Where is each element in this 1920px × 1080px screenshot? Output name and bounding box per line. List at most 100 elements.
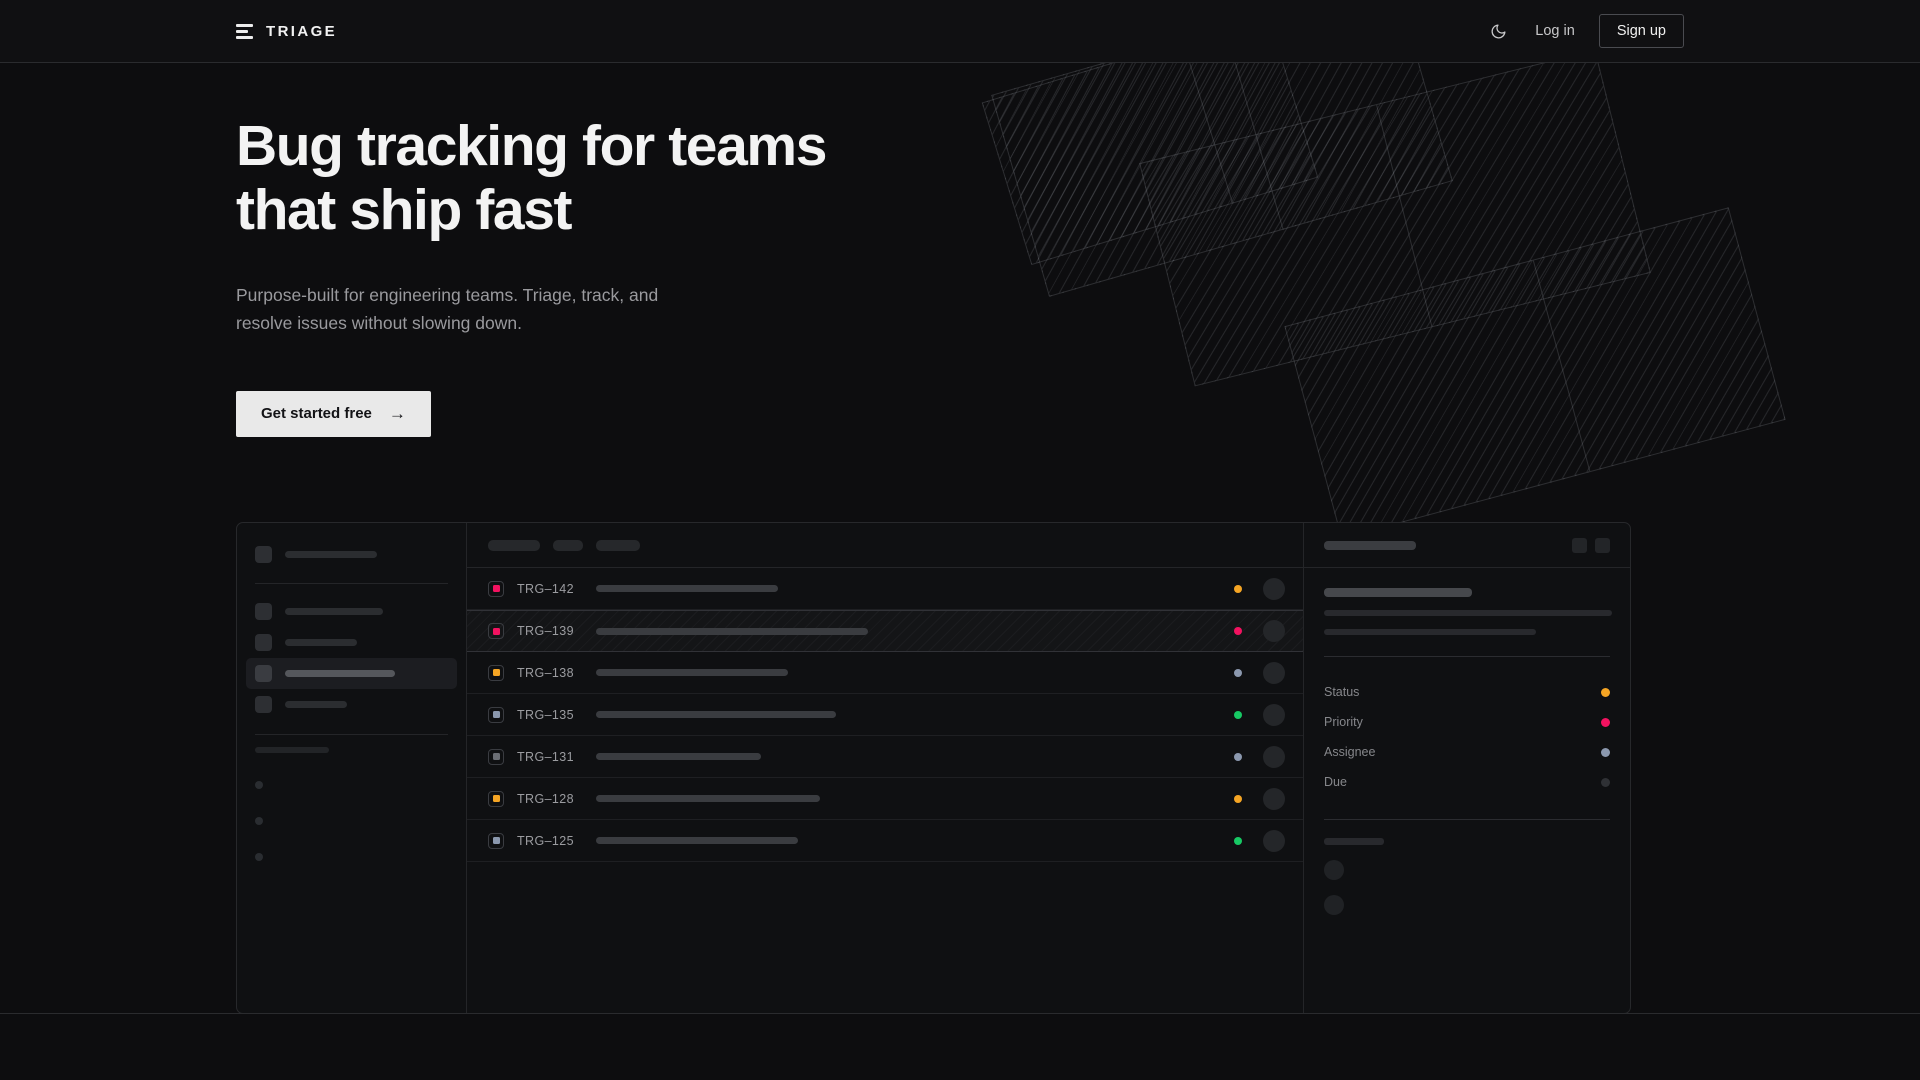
detail-meta-assignee[interactable]: Assignee	[1324, 737, 1610, 767]
detail-activity-label	[1324, 838, 1384, 845]
get-started-button[interactable]: Get started free →	[236, 390, 431, 437]
bullet-icon	[255, 781, 263, 789]
priority-icon[interactable]	[488, 580, 504, 597]
avatar[interactable]	[1263, 620, 1285, 642]
workspace-avatar-icon	[255, 545, 272, 563]
table-row[interactable]: TRG–135	[467, 694, 1303, 736]
avatar[interactable]	[1263, 745, 1285, 768]
sidebar-item-icon	[255, 696, 272, 713]
detail-meta-status[interactable]: Status	[1324, 677, 1610, 707]
issue-id: TRG–131	[517, 749, 574, 764]
priority-icon[interactable]	[488, 623, 504, 639]
priority-icon[interactable]	[488, 832, 504, 849]
hero-subheading-line-1: Purpose-built for engineering teams. Tri…	[236, 284, 659, 305]
moon-icon[interactable]	[1485, 18, 1511, 44]
detail-meta-priority[interactable]: Priority	[1324, 707, 1610, 737]
workspace-switcher[interactable]	[255, 539, 448, 569]
table-row[interactable]: TRG–125	[467, 820, 1303, 862]
signup-button[interactable]: Sign up	[1598, 14, 1684, 48]
page-title: Bug tracking for teams that ship fast	[236, 114, 827, 243]
status-badge	[1234, 584, 1242, 593]
hatched-panel-2	[991, 63, 1453, 297]
sidebar-item-icon	[255, 634, 272, 651]
issue-title-placeholder	[596, 753, 761, 760]
issue-title-placeholder	[596, 795, 820, 802]
sidebar-sub-items	[255, 767, 448, 875]
hatched-panel-3	[1139, 63, 1651, 387]
avatar[interactable]	[1263, 661, 1285, 684]
avatar[interactable]	[1263, 787, 1285, 810]
hatched-panel-1	[981, 63, 1319, 266]
table-row[interactable]: TRG–139	[467, 610, 1303, 652]
issue-id: TRG–139	[517, 624, 574, 638]
issue-id: TRG–138	[517, 665, 574, 680]
table-row[interactable]: TRG–142	[467, 568, 1303, 610]
detail-desc-line-1	[1324, 610, 1612, 616]
status-badge	[1234, 668, 1242, 677]
hero-heading-line-1: Bug tracking for teams	[236, 114, 827, 178]
toolbar-filter-3[interactable]	[596, 539, 640, 551]
login-link[interactable]: Log in	[1535, 23, 1575, 39]
detail-separator-2	[1324, 819, 1610, 820]
issue-id: TRG–128	[517, 791, 574, 806]
avatar[interactable]	[1263, 829, 1285, 852]
detail-meta-value-dot	[1601, 687, 1610, 697]
hero-subheading: Purpose-built for engineering teams. Tri…	[236, 281, 716, 338]
detail-meta-label: Due	[1324, 775, 1347, 789]
priority-icon[interactable]	[488, 664, 504, 681]
workspace-name-placeholder	[285, 550, 377, 558]
detail-issue-title-placeholder	[1324, 588, 1472, 597]
priority-icon[interactable]	[488, 790, 504, 807]
sidebar-item-icon	[255, 603, 272, 620]
hero-subheading-line-2: resolve issues without slowing down.	[236, 313, 522, 334]
issue-id: TRG–135	[517, 707, 574, 722]
issue-list-toolbar	[467, 523, 1303, 568]
sidebar-item-3[interactable]	[246, 658, 457, 689]
table-row[interactable]: TRG–131	[467, 736, 1303, 778]
sidebar-item-1[interactable]	[246, 596, 457, 627]
detail-action-1-button[interactable]	[1572, 537, 1587, 553]
avatar[interactable]	[1263, 577, 1285, 600]
sidebar-sub-item-2[interactable]	[255, 803, 448, 839]
detail-meta-value-dot	[1601, 747, 1610, 757]
toolbar-filter-1[interactable]	[488, 539, 540, 551]
priority-icon[interactable]	[488, 748, 504, 765]
bullet-icon	[255, 817, 263, 825]
table-row[interactable]: TRG–138	[467, 652, 1303, 694]
issue-title-placeholder	[596, 837, 798, 844]
sidebar-item-icon	[255, 665, 272, 682]
sidebar-item-label	[285, 701, 347, 708]
issue-id: TRG–142	[517, 581, 574, 596]
sidebar-item-4[interactable]	[246, 689, 457, 720]
detail-meta-due[interactable]: Due	[1324, 767, 1610, 797]
avatar[interactable]	[1263, 703, 1285, 726]
sidebar-item-label	[285, 608, 383, 615]
brand-name: TRIAGE	[266, 22, 338, 40]
sidebar-sub-item-3[interactable]	[255, 839, 448, 875]
priority-icon[interactable]	[488, 706, 504, 723]
sidebar-section-label	[255, 747, 329, 753]
sidebar-item-label	[285, 670, 395, 677]
detail-desc-line-2	[1324, 629, 1536, 635]
sidebar-sub-item-1[interactable]	[255, 767, 448, 803]
section-divider	[0, 1013, 1920, 1014]
preview-sidebar	[237, 523, 467, 1013]
table-row[interactable]: TRG–128	[467, 778, 1303, 820]
detail-separator	[1324, 656, 1610, 657]
detail-meta-label: Priority	[1324, 715, 1363, 729]
brand-logo[interactable]: TRIAGE	[236, 23, 337, 40]
issue-title-placeholder	[596, 669, 788, 676]
arrow-right-icon: →	[388, 404, 406, 424]
detail-header	[1304, 523, 1630, 568]
bullet-icon	[255, 853, 263, 861]
detail-action-2-button[interactable]	[1595, 537, 1610, 553]
status-badge	[1234, 710, 1242, 719]
sidebar-item-2[interactable]	[246, 627, 457, 658]
hero-heading-line-2: that ship fast	[236, 177, 572, 242]
toolbar-filter-2[interactable]	[553, 539, 583, 551]
hero-section: Bug tracking for teams that ship fast Pu…	[236, 114, 827, 437]
